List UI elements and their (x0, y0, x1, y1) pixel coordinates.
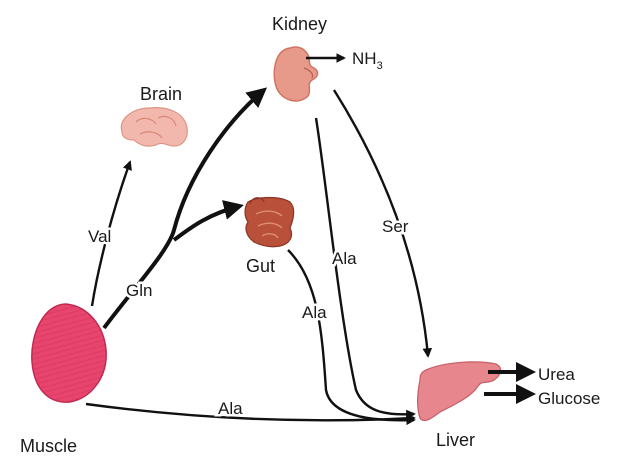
brain-organ (120, 107, 188, 147)
ala-gut-label: Ala (302, 303, 327, 322)
brain-shape (120, 107, 188, 147)
arrow-ser (332, 89, 433, 358)
urea-label: Urea (538, 365, 575, 384)
nh3-base: NH (352, 49, 377, 68)
liver-shape (417, 361, 502, 422)
gln-label: Gln (126, 281, 152, 300)
arrow-gln-kidney (102, 87, 268, 330)
brain-label: Brain (140, 84, 182, 104)
val-label: Val (88, 227, 111, 246)
kidney-label: Kidney (272, 14, 327, 34)
kidney-shape (273, 46, 319, 102)
glucose-label: Glucose (538, 389, 600, 408)
nh3-subscript: 3 (377, 60, 383, 72)
gut-label: Gut (246, 256, 275, 276)
arrow-gln-gut (172, 200, 244, 242)
gut-shape (244, 196, 295, 248)
liver-label: Liver (436, 430, 475, 450)
ala-muscle-label: Ala (218, 399, 243, 418)
arrow-ala-muscle (85, 402, 416, 424)
liver-organ (417, 361, 502, 422)
ala-kidney-label: Ala (332, 249, 357, 268)
arrow-ala-gut (287, 249, 416, 426)
gut-organ (244, 196, 295, 248)
muscle-organ (31, 303, 107, 403)
muscle-label: Muscle (20, 436, 77, 456)
nh3-label: NH3 (352, 49, 383, 72)
ser-label: Ser (382, 217, 409, 236)
arrow-ala-kidney (314, 117, 416, 420)
kidney-organ (273, 46, 319, 102)
arrow-val (90, 160, 132, 307)
